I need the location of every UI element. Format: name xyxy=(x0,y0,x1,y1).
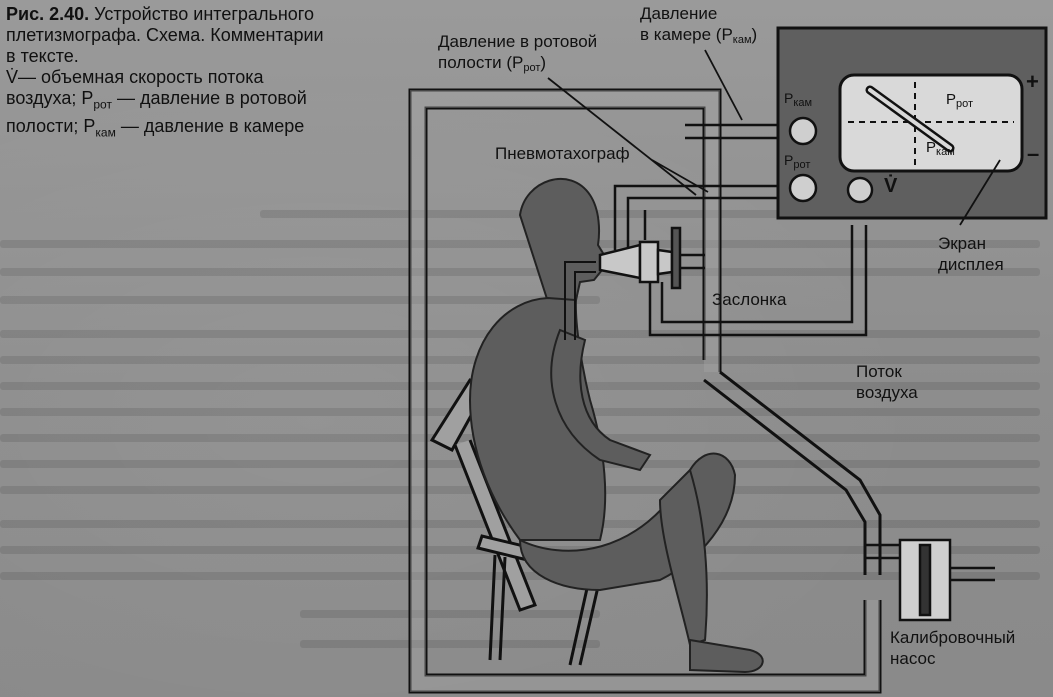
airway-tube xyxy=(564,261,596,340)
airway-tube-inner xyxy=(574,271,596,340)
instrument-panel xyxy=(776,26,1048,220)
caption-title-line-1: Устройство интегрального xyxy=(94,4,314,24)
label-pump-line-1: Калибровочный xyxy=(890,628,1016,647)
label-chamber-pressure-line-2: в камере (Pкам) xyxy=(640,25,758,46)
label-shutter: Заслонка xyxy=(712,290,787,309)
label-pump-line-2: насос xyxy=(890,649,936,668)
sensor-flow-label: V̇ xyxy=(884,175,898,197)
screen-minus-sign: – xyxy=(1027,141,1040,166)
screen-plus-sign: + xyxy=(1026,69,1039,94)
caption-legend-line-3: полости; Pкам — давление в камере xyxy=(6,115,305,140)
figure-number: Рис. 2.40. xyxy=(6,4,90,24)
label-mouth-pressure-line-1: Давление в ротовой xyxy=(438,32,598,51)
label-airflow-line-2: воздуха xyxy=(856,383,918,402)
label-display-line-2: дисплея xyxy=(938,255,1004,274)
sensor-p-kam-label: Pкам xyxy=(784,90,813,109)
caption-title-line-3: в тексте. xyxy=(6,46,79,66)
label-pneumotachograph: Пневмотахограф xyxy=(495,144,630,163)
caption-title-line-2: плетизмографа. Схема. Комментарии xyxy=(6,25,324,45)
label-mouth-pressure-line-2: полости (Pрот) xyxy=(438,53,547,74)
leader-lines xyxy=(547,49,1001,226)
pneumotachograph-tubes xyxy=(613,184,868,337)
screen-axis-p-kam: Pкам xyxy=(926,139,955,158)
caption-legend-line-1: V̇— объемная скорость потока xyxy=(6,67,264,87)
label-display-line-1: Экран xyxy=(938,234,986,253)
chamber-pressure-tube xyxy=(685,123,790,140)
caption-legend-line-2: воздуха; Pрот — давление в ротовой xyxy=(6,88,307,112)
pneumotachograph-assembly xyxy=(598,226,705,290)
patient-silhouette xyxy=(468,177,764,674)
label-airflow-line-1: Поток xyxy=(856,362,902,381)
sensor-p-rot-label: Pрот xyxy=(784,152,811,171)
calibration-pump xyxy=(866,538,995,622)
screen-axis-p-rot: Pрот xyxy=(946,91,974,110)
figure-caption: Рис. 2.40. Устройство интегрального плет… xyxy=(6,4,386,143)
label-chamber-pressure-line-1: Давление xyxy=(640,4,718,23)
